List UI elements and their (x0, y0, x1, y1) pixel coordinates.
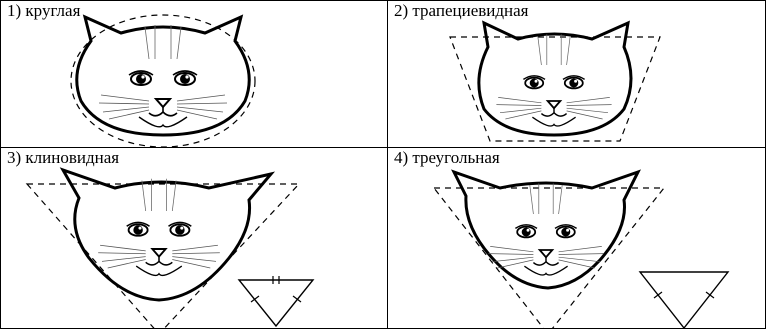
cat-head-outline (77, 17, 249, 135)
dashed-triangle-guide (434, 188, 664, 328)
panel-label-triangle: 4) треугольная (394, 148, 500, 167)
trapezoid-cat-head-drawing (388, 1, 765, 147)
panel-label-wedge: 3) клиновидная (7, 148, 120, 167)
panel-label-round: 1) круглая (7, 1, 81, 20)
cat-head-outline (479, 23, 631, 135)
panel-wedge: 3) клиновидная (1, 148, 387, 328)
dashed-trapezoid-guide (450, 37, 660, 141)
panel-label-trapezoid: 2) трапециевидная (394, 1, 529, 20)
cat-head-outline (63, 170, 271, 300)
panel-trapezoid: 2) трапециевидная (388, 1, 765, 147)
dashed-circle-guide (71, 15, 255, 147)
wedge-cat-head-drawing (1, 148, 387, 328)
triangle-cat-head-drawing (388, 148, 765, 328)
dashed-triangle-guide (27, 184, 299, 328)
grid-divider-horizontal (1, 147, 765, 148)
reference-triangle-icon (640, 272, 728, 328)
panel-triangle: 4) треугольная (388, 148, 765, 328)
panel-round: 1) круглая (1, 1, 387, 147)
grid-divider-vertical (387, 1, 388, 328)
reference-triangle-icon (239, 276, 313, 326)
round-cat-head-drawing (1, 1, 387, 147)
cat-head-outline (454, 172, 638, 288)
